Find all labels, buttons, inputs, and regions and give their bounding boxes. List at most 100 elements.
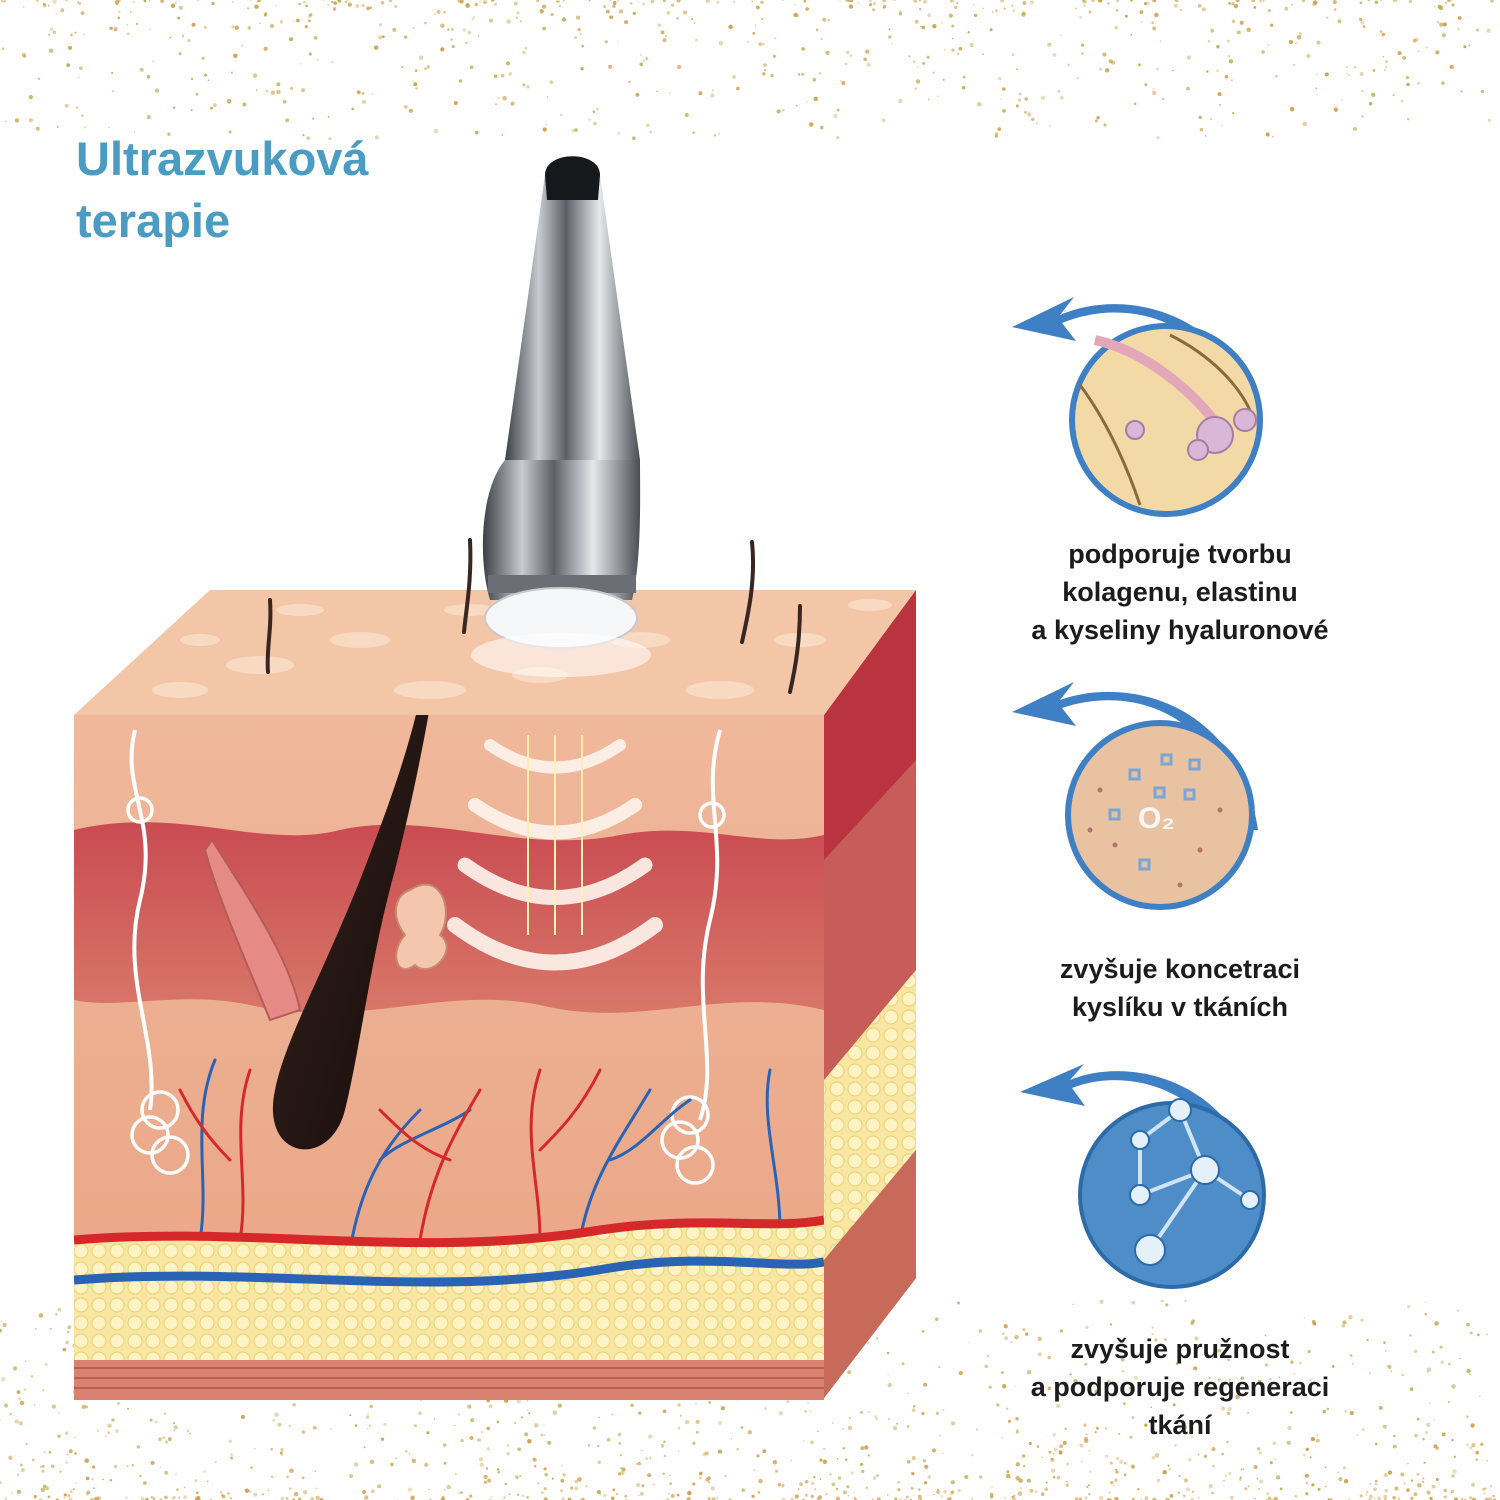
- glitter-speck: [1408, 0, 1413, 3]
- glitter-speck: [924, 1, 926, 3]
- glitter-speck: [392, 27, 397, 32]
- glitter-speck: [933, 1493, 935, 1496]
- glitter-speck: [910, 1486, 914, 1490]
- glitter-speck: [1471, 1443, 1476, 1448]
- glitter-speck: [948, 13, 954, 18]
- glitter-speck: [588, 118, 591, 121]
- glitter-speck: [83, 33, 85, 36]
- glitter-speck: [1422, 1480, 1425, 1483]
- benefit-collagen: podporuje tvorbu kolagenu, elastinu a ky…: [990, 275, 1370, 645]
- glitter-speck: [233, 53, 238, 58]
- glitter-speck: [1183, 1494, 1186, 1497]
- glitter-speck: [150, 1496, 154, 1499]
- glitter-speck: [316, 58, 319, 61]
- glitter-speck: [491, 0, 495, 2]
- glitter-speck: [642, 2, 645, 6]
- glitter-speck: [994, 134, 998, 138]
- glitter-speck: [1346, 72, 1349, 75]
- glitter-speck: [539, 9, 544, 14]
- glitter-speck: [730, 1437, 733, 1440]
- glitter-speck: [1384, 1489, 1388, 1493]
- glitter-speck: [1374, 1442, 1378, 1446]
- glitter-speck: [125, 1496, 128, 1499]
- glitter-speck: [1296, 35, 1302, 40]
- glitter-speck: [72, 1488, 75, 1491]
- glitter-speck: [859, 1462, 864, 1466]
- glitter-speck: [756, 1454, 760, 1458]
- glitter-speck: [797, 73, 801, 76]
- glitter-speck: [161, 0, 164, 2]
- glitter-speck: [194, 1479, 198, 1483]
- glitter-speck: [1272, 136, 1274, 138]
- glitter-speck: [868, 0, 872, 2]
- glitter-speck: [266, 90, 269, 93]
- glitter-speck: [941, 1495, 943, 1497]
- glitter-speck: [506, 1452, 510, 1456]
- glitter-speck: [1469, 1373, 1471, 1375]
- glitter-speck: [1291, 3, 1293, 6]
- glitter-speck: [1466, 1322, 1470, 1327]
- glitter-speck: [1342, 1466, 1346, 1470]
- glitter-speck: [477, 1438, 482, 1442]
- glitter-speck: [704, 1451, 709, 1456]
- glitter-speck: [1392, 0, 1398, 3]
- glitter-speck: [867, 1454, 871, 1457]
- glitter-speck: [747, 1430, 753, 1435]
- glitter-speck: [411, 1458, 417, 1464]
- glitter-speck: [815, 28, 819, 31]
- glitter-speck: [412, 26, 415, 29]
- glitter-speck: [1439, 1345, 1443, 1349]
- glitter-speck: [1316, 40, 1321, 45]
- glitter-speck: [842, 1490, 848, 1495]
- glitter-speck: [794, 3, 796, 6]
- glitter-speck: [1020, 1487, 1022, 1489]
- glitter-speck: [355, 4, 360, 8]
- glitter-speck: [483, 1480, 488, 1484]
- glitter-speck: [1324, 1466, 1327, 1469]
- glitter-speck: [871, 1498, 873, 1500]
- glitter-speck: [1441, 1432, 1446, 1437]
- glitter-speck: [1465, 1443, 1469, 1447]
- glitter-speck: [178, 5, 183, 10]
- glitter-speck: [494, 2, 497, 6]
- glitter-speck: [1048, 124, 1051, 127]
- glitter-speck: [536, 0, 540, 3]
- glitter-speck: [635, 1462, 639, 1466]
- glitter-speck: [608, 64, 613, 69]
- glitter-speck: [203, 1470, 206, 1473]
- glitter-speck: [479, 1462, 484, 1467]
- glitter-speck: [515, 1476, 519, 1480]
- glitter-speck: [1384, 60, 1389, 64]
- glitter-speck: [1115, 1456, 1120, 1461]
- glitter-speck: [487, 1478, 492, 1483]
- glitter-speck: [924, 1464, 929, 1469]
- glitter-speck: [620, 1454, 623, 1456]
- glitter-speck: [693, 22, 696, 24]
- glitter-speck: [22, 6, 25, 8]
- glitter-speck: [35, 126, 40, 131]
- glitter-speck: [1112, 1484, 1115, 1487]
- glitter-speck: [1133, 102, 1137, 106]
- skin-side-face: [824, 590, 916, 1398]
- glitter-speck: [1360, 20, 1365, 25]
- glitter-speck: [469, 65, 474, 70]
- glitter-speck: [957, 52, 960, 55]
- glitter-speck: [677, 1450, 680, 1452]
- glitter-speck: [1006, 1470, 1010, 1474]
- glitter-speck: [1011, 53, 1015, 57]
- glitter-speck: [469, 1435, 474, 1441]
- glitter-speck: [1143, 1, 1147, 6]
- glitter-speck: [842, 1446, 846, 1450]
- glitter-speck: [1476, 1333, 1480, 1337]
- glitter-speck: [619, 1454, 622, 1457]
- glitter-speck: [486, 1447, 491, 1451]
- glitter-speck: [1013, 1494, 1016, 1497]
- glitter-speck: [149, 28, 151, 31]
- glitter-speck: [105, 1435, 107, 1437]
- glitter-speck: [292, 20, 295, 23]
- glitter-speck: [195, 92, 199, 96]
- glitter-speck: [369, 1459, 375, 1465]
- glitter-speck: [66, 63, 71, 67]
- glitter-speck: [1052, 1452, 1055, 1455]
- glitter-speck: [190, 109, 193, 112]
